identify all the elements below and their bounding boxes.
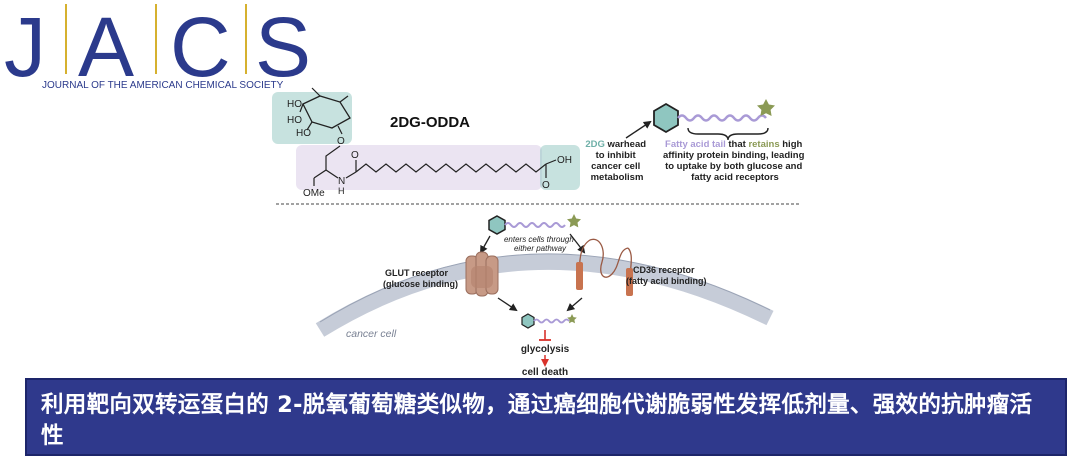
glycolysis-label: glycolysis [521, 344, 570, 355]
bond [545, 159, 557, 165]
fatty-tail-wave [677, 114, 767, 122]
fatty-chain-highlight-box [296, 145, 542, 190]
schematic-legend: 2DG warhead to inhibit cancer cell metab… [585, 99, 807, 183]
ring-label-ho-1: HO [287, 99, 302, 110]
caption-text: 利用靶向双转运蛋白的 2-脱氧葡萄糖类似物，通过癌细胞代谢脆弱性发挥低剂量、强效… [41, 392, 1033, 449]
glut-label: GLUT receptor (glucose binding) [383, 268, 458, 289]
molecule-name: 2DG-ODDA [390, 114, 470, 131]
warhead-hexagon-icon [653, 102, 679, 134]
acid-highlight-box [540, 145, 580, 190]
journal-name: JOURNAL OF THE AMERICAN CHEMICAL SOCIETY [42, 80, 284, 91]
molecule-structure: HO HO HO O OMe N H O O OH 2DG-ODDA [272, 87, 580, 199]
warhead-description: 2DG warhead to inhibit cancer cell metab… [585, 139, 648, 183]
caption-banner: 利用靶向双转运蛋白的 2-脱氧葡萄糖类似物，通过癌细胞代谢脆弱性发挥低剂量、强效… [25, 378, 1067, 456]
internal-hexagon-icon [521, 313, 535, 329]
bond [339, 95, 349, 103]
bond [299, 103, 304, 113]
ring-label-ho-2: HO [287, 115, 302, 126]
ester-label: OMe [303, 188, 325, 199]
cell-pathway: enters cells through either pathway GLUT… [315, 214, 774, 378]
cell-membrane [315, 253, 774, 337]
compound-hexagon-icon [488, 215, 506, 235]
jacs-logo: J A C S JOURNAL OF THE AMERICAN CHEMICAL… [4, 0, 311, 94]
cd36-label: CD36 receptor (fatty acid binding) [626, 265, 707, 286]
amide-nitrogen: N [338, 176, 345, 187]
bond [337, 125, 343, 135]
logo-letter-a: A [78, 0, 134, 94]
warhead-arrow [625, 120, 652, 139]
serine-backbone [313, 145, 341, 179]
cd36-receptor-protein [576, 238, 633, 296]
linker-oxygen: O [337, 136, 345, 147]
bond [345, 171, 357, 179]
logo-letter-c: C [170, 0, 231, 94]
bond [306, 121, 313, 131]
compound-star-icon [567, 214, 581, 228]
tail-description: Fatty acid tail that retains high affini… [663, 139, 807, 183]
amide-hydrogen: H [338, 186, 345, 196]
logo-letter-j: J [4, 0, 46, 94]
arrow-glut-inside [497, 297, 518, 312]
arrow-cd36-inside [566, 297, 583, 312]
logo-letter-s: S [255, 0, 311, 94]
acid-oh: OH [557, 155, 572, 166]
mechanism-diagram: HO HO HO O OMe N H O O OH 2DG-ODDA 2DG w [272, 87, 807, 378]
glut-receptor-protein [465, 251, 499, 297]
bond [311, 87, 321, 97]
compound-tail [504, 222, 566, 228]
ring-label-ho-3: HO [296, 128, 311, 139]
fatty-acid-chain [355, 163, 547, 173]
membrane-edge [319, 253, 771, 323]
cancer-cell-label: cancer cell [346, 328, 397, 340]
arrow-to-cd36 [569, 233, 586, 254]
arrow-to-glut [480, 235, 491, 254]
sugar-highlight-box [272, 92, 352, 144]
star-icon [757, 99, 775, 116]
amide-oxygen: O [351, 150, 359, 161]
enter-note: enters cells through either pathway [504, 235, 576, 253]
bond [325, 169, 339, 179]
cell-death-label: cell death [522, 367, 568, 378]
acid-oxygen: O [542, 180, 550, 191]
internal-star-icon [567, 314, 577, 324]
internal-tail [533, 318, 570, 324]
tail-brace [687, 127, 769, 141]
